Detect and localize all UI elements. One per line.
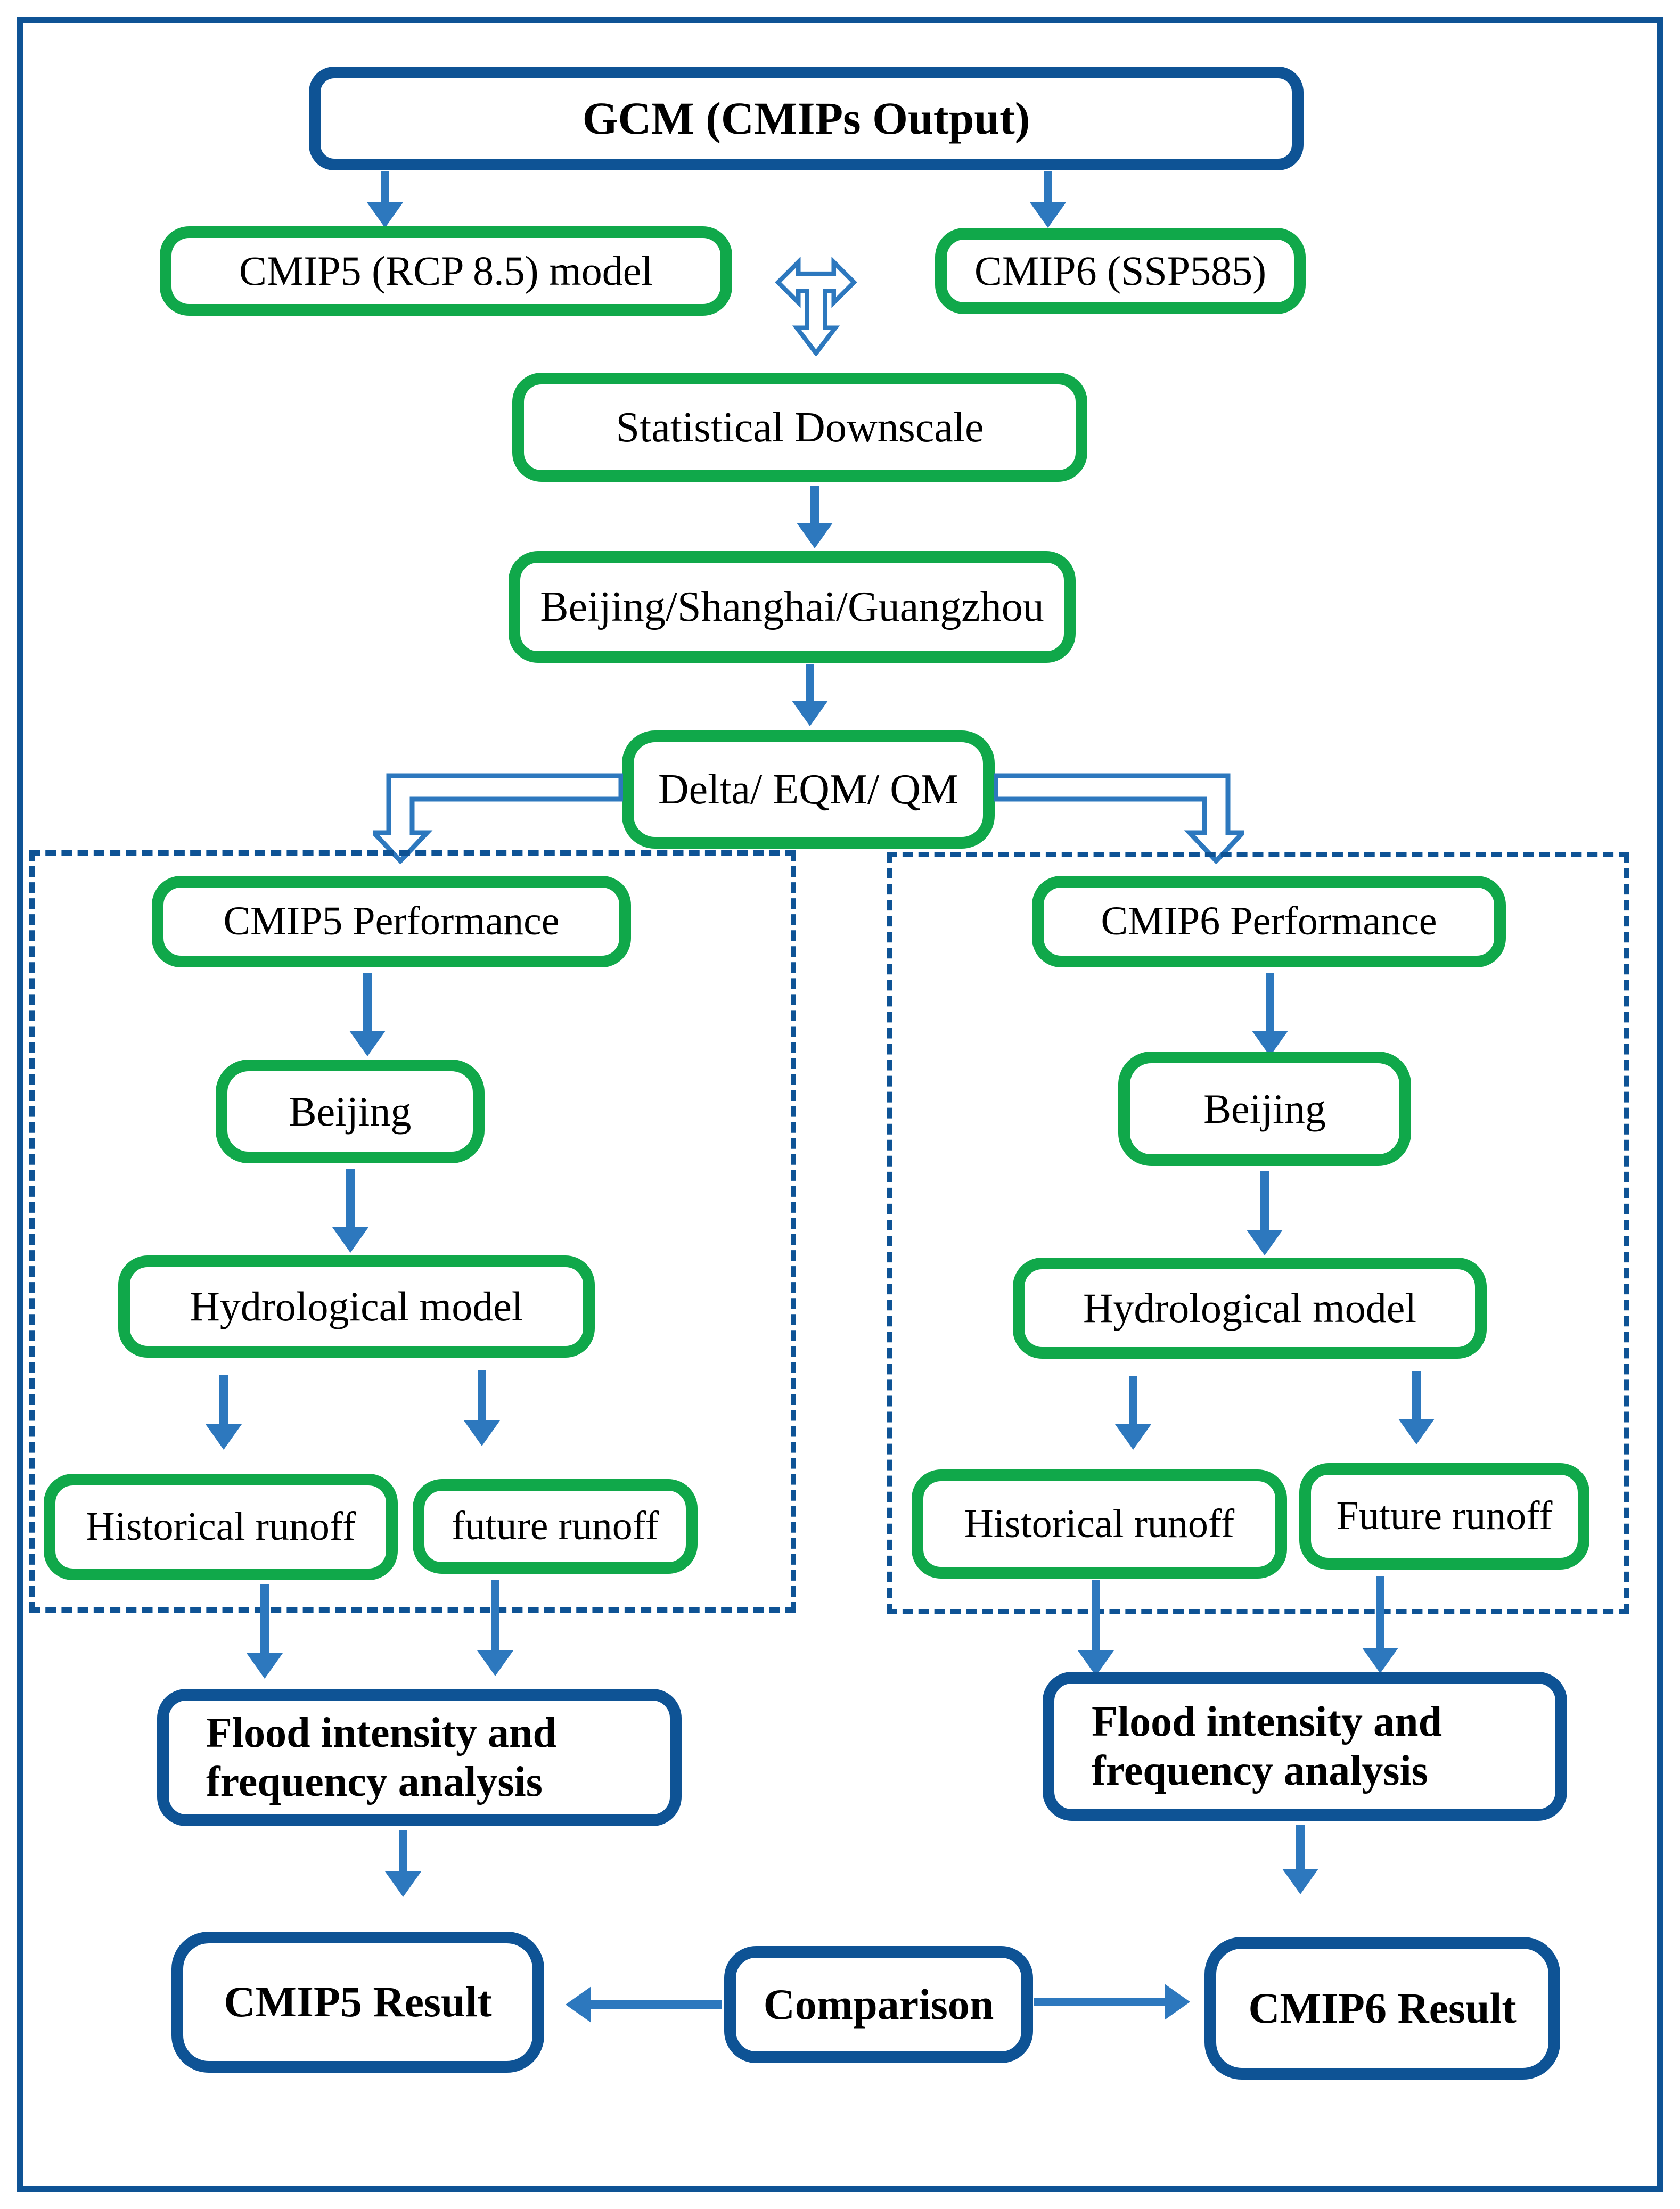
arrow-right-performance-to-beijing xyxy=(1266,973,1274,1032)
node-beijing-left-label: Beijing xyxy=(289,1088,412,1135)
arrow-left-flood-to-result xyxy=(399,1830,407,1873)
arrow-gcm-to-cmip6 xyxy=(1044,171,1052,203)
node-comparison: Comparison xyxy=(724,1946,1033,2063)
arrow-gcm-to-cmip5 xyxy=(381,171,389,203)
node-hydrological-left-label: Hydrological model xyxy=(190,1283,523,1330)
node-downscale-label: Statistical Downscale xyxy=(616,404,984,451)
node-flood-analysis-left: Flood intensity and frequency analysis xyxy=(157,1689,682,1826)
arrow-left-hydro-to-future xyxy=(478,1370,486,1422)
node-flood-analysis-right-text: Flood intensity and frequency analysis xyxy=(1092,1697,1442,1795)
node-methods: Delta/ EQM/ QM xyxy=(622,730,995,849)
flood-right-line2: frequency analysis xyxy=(1092,1747,1428,1794)
node-beijing-right: Beijing xyxy=(1118,1052,1411,1166)
flood-right-line1: Flood intensity and xyxy=(1092,1698,1442,1745)
node-comparison-label: Comparison xyxy=(763,1980,994,2029)
node-downscale: Statistical Downscale xyxy=(512,373,1087,482)
arrow-left-future-to-flood xyxy=(491,1580,499,1652)
node-cmip6-result: CMIP6 Result xyxy=(1204,1937,1560,2080)
node-flood-analysis-right: Flood intensity and frequency analysis xyxy=(1043,1672,1567,1821)
dashed-panel-cmip6 xyxy=(887,852,1629,1614)
arrow-comparison-to-cmip5-result xyxy=(590,2000,722,2009)
node-cmip5-model-label: CMIP5 (RCP 8.5) model xyxy=(239,248,653,294)
node-cities-label: Beijing/Shanghai/Guangzhou xyxy=(540,584,1044,630)
outer-frame xyxy=(17,17,1663,2192)
elbow-arrow-right xyxy=(994,773,1244,864)
node-cmip5-result: CMIP5 Result xyxy=(171,1932,544,2073)
node-flood-analysis-left-text: Flood intensity and frequency analysis xyxy=(206,1709,556,1806)
node-cmip6-model: CMIP6 (SSP585) xyxy=(935,228,1306,314)
node-beijing-left: Beijing xyxy=(216,1060,485,1163)
node-future-runoff-right-label: Future runoff xyxy=(1336,1493,1553,1539)
node-cmip5-performance: CMIP5 Performance xyxy=(152,876,631,967)
node-hydrological-left: Hydrological model xyxy=(118,1255,595,1358)
node-historical-runoff-right: Historical runoff xyxy=(912,1469,1287,1579)
node-future-runoff-right: Future runoff xyxy=(1299,1463,1589,1570)
node-historical-runoff-right-label: Historical runoff xyxy=(964,1501,1235,1546)
node-future-runoff-left-label: future runoff xyxy=(451,1504,659,1549)
arrow-left-performance-to-beijing xyxy=(363,973,372,1032)
node-methods-label: Delta/ EQM/ QM xyxy=(658,766,959,813)
node-historical-runoff-left: Historical runoff xyxy=(44,1474,398,1580)
arrow-left-hydro-to-historical xyxy=(219,1375,228,1425)
arrow-right-historical-to-flood xyxy=(1092,1580,1100,1652)
flood-left-line2: frequency analysis xyxy=(206,1759,543,1805)
node-hydrological-right-label: Hydrological model xyxy=(1083,1285,1417,1332)
node-future-runoff-left: future runoff xyxy=(413,1479,698,1574)
three-way-arrow xyxy=(775,256,857,356)
dashed-panel-cmip5 xyxy=(29,850,796,1613)
arrow-left-beijing-to-hydro xyxy=(346,1169,355,1228)
arrow-right-future-to-flood xyxy=(1376,1576,1384,1649)
arrow-right-hydro-to-future xyxy=(1412,1371,1421,1420)
node-cmip6-model-label: CMIP6 (SSP585) xyxy=(974,248,1267,294)
arrow-left-historical-to-flood xyxy=(260,1584,269,1654)
node-cmip5-result-label: CMIP5 Result xyxy=(224,1977,492,2026)
node-gcm-label: GCM (CMIPs Output) xyxy=(582,93,1030,144)
node-cmip6-performance: CMIP6 Performance xyxy=(1032,876,1506,967)
node-cmip6-result-label: CMIP6 Result xyxy=(1248,1983,1517,2032)
arrow-right-hydro-to-historical xyxy=(1129,1376,1137,1425)
node-historical-runoff-left-label: Historical runoff xyxy=(85,1504,356,1549)
node-cmip5-model: CMIP5 (RCP 8.5) model xyxy=(160,226,732,316)
arrow-cities-to-methods xyxy=(806,664,814,702)
node-cmip5-performance-label: CMIP5 Performance xyxy=(223,899,560,944)
arrow-comparison-to-cmip6-result xyxy=(1034,1998,1166,2006)
arrow-right-beijing-to-hydro xyxy=(1260,1171,1269,1231)
node-cities: Beijing/Shanghai/Guangzhou xyxy=(509,551,1076,663)
node-gcm: GCM (CMIPs Output) xyxy=(309,67,1304,170)
arrow-right-flood-to-result xyxy=(1296,1825,1305,1870)
arrow-downscale-to-cities xyxy=(810,486,819,524)
elbow-arrow-left xyxy=(373,773,623,864)
flood-left-line1: Flood intensity and xyxy=(206,1710,556,1756)
node-hydrological-right: Hydrological model xyxy=(1013,1258,1487,1359)
node-cmip6-performance-label: CMIP6 Performance xyxy=(1101,899,1437,944)
node-beijing-right-label: Beijing xyxy=(1203,1085,1326,1132)
